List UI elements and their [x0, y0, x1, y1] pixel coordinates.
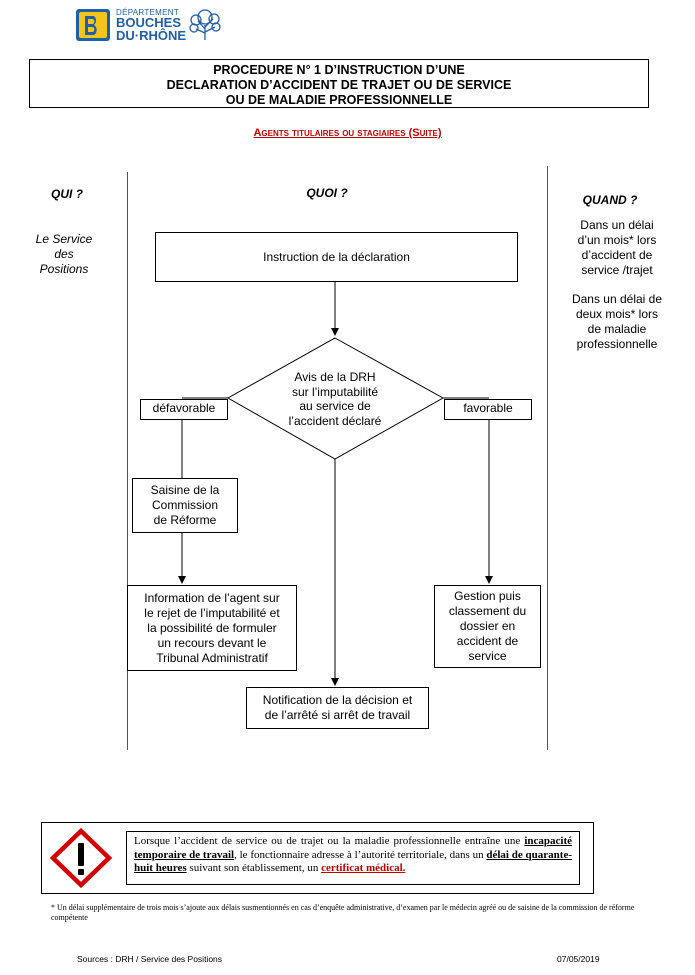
responsible-service: Le Service des Positions — [22, 232, 106, 277]
responsible-line-3: Positions — [39, 262, 89, 276]
title-line-3: OU DE MALADIE PROFESSIONNELLE — [225, 93, 453, 107]
decision-line: au service de — [299, 399, 371, 413]
deadline-accident-line: d’accident de — [581, 248, 653, 262]
title-line-2: DECLARATION D’ACCIDENT DE TRAJET OU DE S… — [166, 78, 512, 92]
column-header-qui: QUI ? — [51, 187, 83, 201]
warning-emphasis-incapacity: incapacité temporaire de travail — [134, 835, 572, 861]
information-line: Tribunal Administratif — [156, 650, 268, 665]
gestion-line: accident de — [456, 634, 519, 648]
procedure-title: PROCEDURE N° 1 D’INSTRUCTION D’UNE DECLA… — [29, 59, 649, 108]
notification-step: Notification de la décision et de l’arrê… — [246, 687, 429, 729]
deadline-illness-line: de maladie — [587, 322, 647, 336]
gestion-line: dossier en — [459, 619, 516, 633]
responsible-line-1: Le Service — [35, 232, 93, 246]
warning-emphasis-certificate: certificat médical. — [321, 862, 406, 874]
deadline-accident-line: Dans un délai — [580, 218, 654, 232]
information-line: le rejet de l’imputabilité et — [144, 605, 280, 620]
audience-subtitle: Agents titulaires ou stagiaires (Suite) — [253, 127, 442, 139]
department-logo: DÉPARTEMENT BOUCHES DU·RHÔNE — [76, 7, 226, 43]
deadline-illness-line: deux mois* lors — [575, 307, 659, 321]
responsible-line-2: des — [54, 247, 74, 261]
favorable-label: favorable — [444, 399, 532, 420]
deadline-accident: Dans un délai d’un mois* lors d’accident… — [558, 218, 676, 278]
column-divider-left — [127, 172, 128, 750]
information-line: un recours devant le — [157, 635, 267, 650]
warning-emphasis-deadline: délai de quarante-huit heures — [134, 848, 572, 875]
logo-department-label: DÉPARTEMENT — [116, 8, 180, 17]
gestion-line: classement du — [448, 604, 527, 618]
information-line: la possibilité de formuler — [147, 620, 277, 635]
decision-line: l’accident déclaré — [288, 413, 382, 428]
information-step: Information de l’agent sur le rejet de l… — [127, 585, 297, 671]
column-divider-right — [547, 166, 548, 750]
deadline-illness: Dans un délai de deux mois* lors de mala… — [558, 292, 676, 352]
decision-text: Avis de la DRH sur l’imputabilité au ser… — [271, 370, 399, 428]
warning-panel — [41, 822, 594, 894]
sources: Sources : DRH / Service des Positions — [77, 954, 223, 964]
warning-text: Lorsque l’accident de service ou de traj… — [134, 835, 525, 847]
deadline-accident-line: d’un mois* lors — [577, 233, 657, 247]
warning-notice: Lorsque l’accident de service ou de traj… — [126, 831, 580, 885]
column-header-quoi: QUOI ? — [306, 186, 348, 200]
hazard-exclamation-icon — [50, 828, 112, 888]
logo-name-line2: DU·RHÔNE — [116, 28, 187, 43]
gestion-line: Gestion puis — [454, 589, 521, 603]
footnote: * Un délai supplémentaire de trois mois … — [51, 903, 635, 922]
logo-name-line1: BOUCHES — [116, 15, 182, 30]
notification-line: de l’arrêté si arrêt de travail — [264, 708, 411, 722]
information-line: Information de l’agent sur — [144, 590, 280, 605]
gestion-line: service — [468, 649, 507, 663]
commission-line: Commission — [151, 498, 218, 512]
warning-text: suivant son établissement, un — [186, 862, 322, 874]
warning-text: , le fonctionnaire adresse à l’autorité … — [234, 848, 487, 861]
column-header-quand: QUAND ? — [582, 193, 638, 207]
instruction-step: Instruction de la déclaration — [155, 232, 518, 282]
logo-mark-icon — [76, 9, 110, 41]
decision-line: Avis de la DRH — [294, 370, 376, 384]
deadline-illness-line: professionnelle — [576, 337, 658, 351]
commission-line: de Réforme — [153, 513, 217, 527]
title-line-1: PROCEDURE N° 1 D’INSTRUCTION D’UNE — [213, 63, 465, 77]
tree-icon — [189, 9, 221, 40]
document-date: 07/05/2019 — [557, 954, 600, 964]
unfavorable-label: défavorable — [140, 399, 228, 420]
commission-line: Saisine de la — [150, 483, 220, 497]
deadline-illness-line: Dans un délai de — [571, 292, 663, 306]
commission-step: Saisine de la Commission de Réforme — [132, 478, 238, 533]
notification-line: Notification de la décision et — [262, 693, 413, 707]
decision-line: sur l’imputabilité — [291, 384, 379, 399]
deadline-accident-line: service /trajet — [581, 263, 653, 277]
gestion-step: Gestion puis classement du dossier en ac… — [434, 585, 541, 668]
